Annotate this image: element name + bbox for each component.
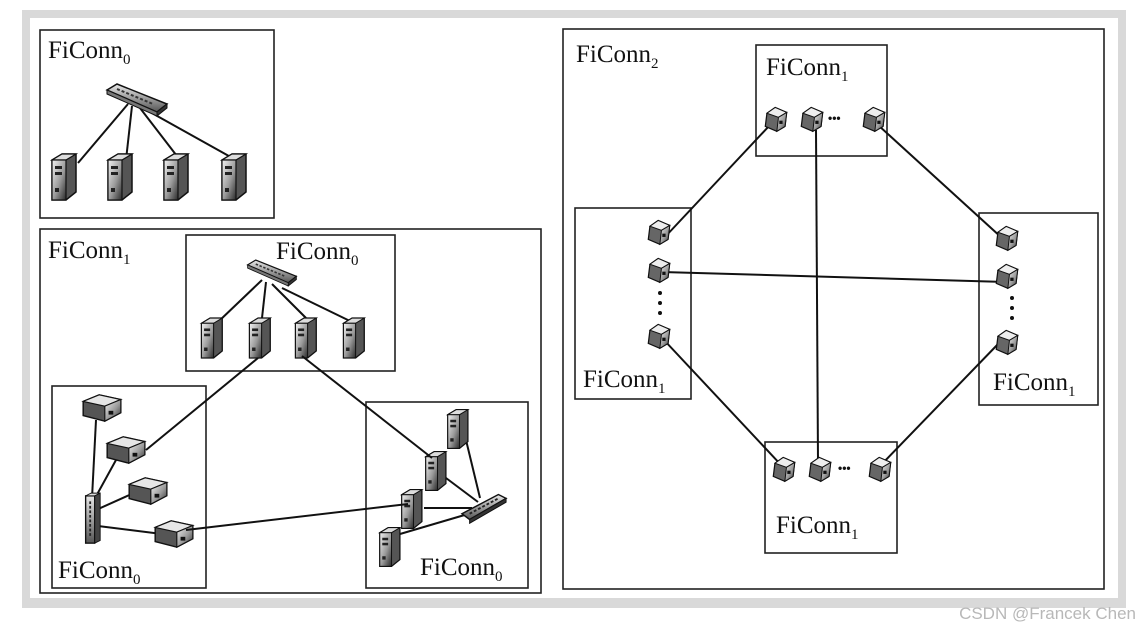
watermark: CSDN @Francek Chen <box>959 604 1136 623</box>
ficonn1-label: FiConn1 <box>776 512 859 543</box>
server-icon <box>248 317 271 359</box>
ficonn1-box-left: FiConn1 FiConn0 FiConn0 FiConn0 <box>39 228 542 594</box>
server-icon <box>221 153 247 201</box>
server-icon <box>107 153 133 201</box>
ficonn0-box-top: FiConn0 <box>39 29 275 219</box>
server-icon <box>425 450 447 492</box>
ficonn1-label: FiConn1 <box>993 369 1076 400</box>
server-icon <box>342 317 365 359</box>
ficonn0-label: FiConn0 <box>58 557 141 588</box>
server-icon <box>200 317 223 359</box>
server-icon <box>51 153 77 201</box>
ficonn1-label: FiConn1 <box>766 54 849 85</box>
ellipsis: ••• <box>838 461 851 475</box>
server-icon <box>294 317 317 359</box>
server-icon <box>401 488 423 530</box>
figure-canvas <box>30 18 1118 598</box>
ficonn1-label: FiConn1 <box>48 237 131 268</box>
server-icon <box>379 526 401 568</box>
server-icon <box>447 408 469 450</box>
server-icon <box>163 153 189 201</box>
ficonn2-box: FiConn2 FiConn1 FiConn1 FiConn1 FiConn1 … <box>562 28 1105 590</box>
switch-icon <box>84 492 102 545</box>
ficonn0-label: FiConn0 <box>48 37 131 68</box>
ficonn0-label: FiConn0 <box>420 554 503 585</box>
ficonn0-label: FiConn0 <box>276 238 359 269</box>
ellipsis: ••• <box>828 111 841 125</box>
ficonn1-label: FiConn1 <box>583 366 666 397</box>
ficonn2-label: FiConn2 <box>576 41 659 72</box>
